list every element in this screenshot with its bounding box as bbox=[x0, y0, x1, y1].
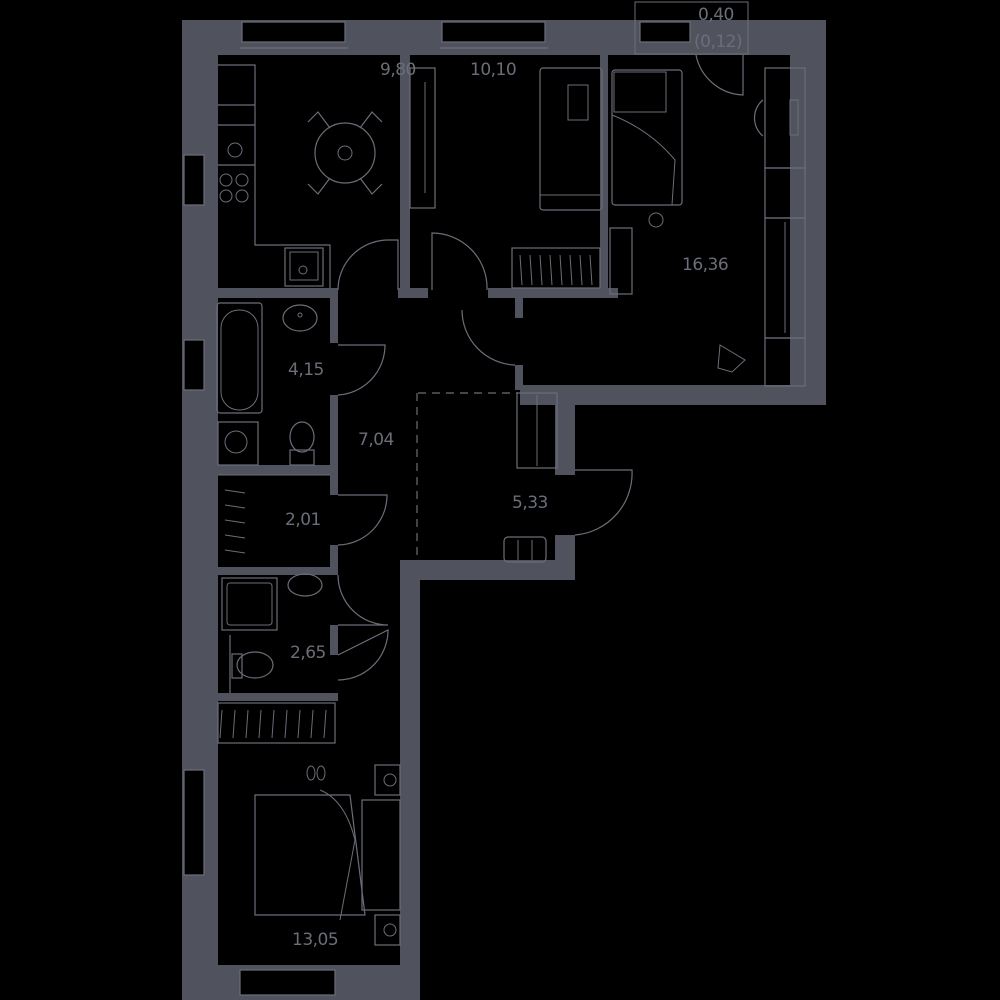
walls bbox=[182, 20, 826, 1000]
bedroom-bottom-area-label: 13,05 bbox=[292, 930, 339, 950]
bedroom-top-furniture bbox=[611, 67, 806, 387]
living-area-label: 10,10 bbox=[470, 60, 517, 80]
bedroom-bottom-furniture bbox=[217, 702, 401, 946]
windows bbox=[183, 1, 749, 996]
doors bbox=[337, 54, 744, 681]
shower-room-fixtures bbox=[221, 573, 323, 693]
storage-area-label: 2,01 bbox=[285, 510, 321, 530]
kitchen-area-label: 9,80 bbox=[380, 60, 416, 80]
balcony-reduced-area-label: (0,12) bbox=[694, 32, 743, 52]
shower-room-area-label: 2,65 bbox=[290, 643, 326, 663]
kitchen-furniture bbox=[218, 64, 436, 288]
entrance-area-label: 5,33 bbox=[512, 493, 548, 513]
storage-closet bbox=[224, 489, 246, 554]
balcony-area-label: 0,40 bbox=[698, 5, 734, 25]
bedroom-top-area-label: 16,36 bbox=[682, 255, 729, 275]
hall-features bbox=[416, 392, 558, 563]
living-furniture bbox=[511, 67, 633, 295]
bathroom-fixtures bbox=[216, 302, 330, 476]
bathroom-area-label: 4,15 bbox=[288, 360, 324, 380]
hall-area-label: 7,04 bbox=[358, 430, 394, 450]
